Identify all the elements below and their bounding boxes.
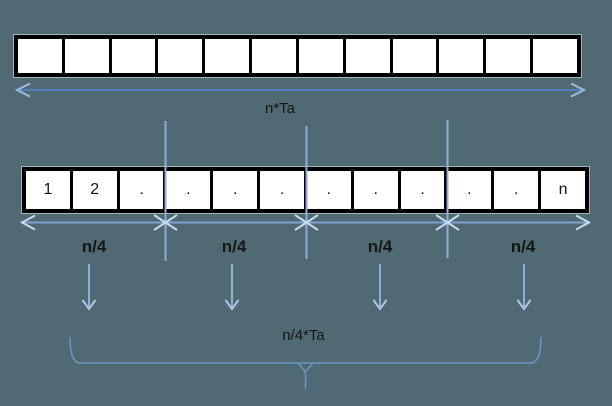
array-cell: [486, 39, 531, 73]
array-cell: [392, 39, 437, 73]
array-cell: .: [213, 171, 258, 209]
array-cell: [205, 39, 250, 73]
array-cell: [111, 39, 156, 73]
array-cell: 1: [26, 171, 70, 209]
quarter-down-arrows-icon: [81, 264, 532, 311]
array-cell: [345, 39, 390, 73]
array-cell: [298, 39, 343, 73]
array-cell: .: [260, 171, 304, 209]
indexed-sample-array: 1 2 . . . . . . . . . n: [22, 167, 589, 213]
array-cell: [158, 39, 203, 73]
array-cell: .: [494, 171, 539, 209]
bottom-brace-icon: [69, 336, 542, 389]
array-cell: [64, 39, 109, 73]
array-cell: 2: [72, 171, 117, 209]
array-cell: [533, 39, 577, 73]
array-cell: [439, 39, 484, 73]
array-cell: .: [306, 171, 351, 209]
bottom-span-label: n/4*Ta: [282, 327, 325, 344]
array-cell: .: [166, 171, 211, 209]
array-cell: n: [541, 171, 585, 209]
array-cell: [252, 39, 296, 73]
quarter-span-label: n/4: [510, 237, 536, 256]
quarter-span-label: n/4: [221, 237, 247, 256]
array-cell: .: [353, 171, 398, 209]
total-span-label: n*Ta: [264, 100, 296, 117]
top-buffer-array: [14, 35, 581, 77]
quarter-span-label: n/4: [367, 237, 393, 256]
quarter-span-label: n/4: [81, 237, 107, 256]
array-cell: .: [119, 171, 164, 209]
quarter-span-arrows-icon: [19, 214, 592, 231]
array-cell: .: [447, 171, 492, 209]
total-width-arrow-icon: [14, 82, 587, 98]
array-cell: [18, 39, 62, 73]
array-cell: .: [400, 171, 445, 209]
